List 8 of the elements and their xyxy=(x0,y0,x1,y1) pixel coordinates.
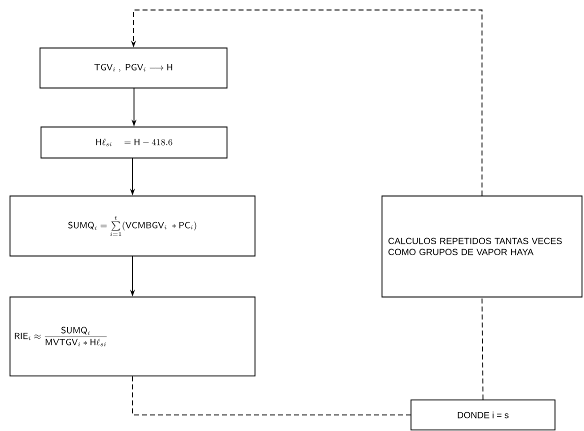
note-box: CALCULOS REPETIDOS TANTAS VECES COMO GRUPOS DE VAPOR HAYA xyxy=(382,196,582,298)
process-box: $\mathsf{TGV}_{i}\ ,\ \mathsf{PGV}_{i} \longrightarrow \mathsf{H}$ xyxy=(40,48,228,88)
process-box: $\mathsf{SUMQ}_{i} = \sum\limits_{i=1}^{t} (\mathsf{VCMBGV}_{i}\ * \mathsf{PC}_{i})$ xyxy=(10,196,256,256)
process-box: $\mathsf{RIE}_{i} \approx \frac{\mathsf{SUMQ}_{i}}{\mathsf{MVTGV}_{i} * \mathsf{H}\ell_{si}}$ xyxy=(10,296,256,376)
connector-line xyxy=(132,376,411,416)
process-box: $\mathsf{H}\ell_{si}\quad = \mathsf{H} - 418.6$ xyxy=(40,126,228,158)
condition-box: DONDE i = s xyxy=(410,400,556,430)
connector-line xyxy=(482,296,484,400)
